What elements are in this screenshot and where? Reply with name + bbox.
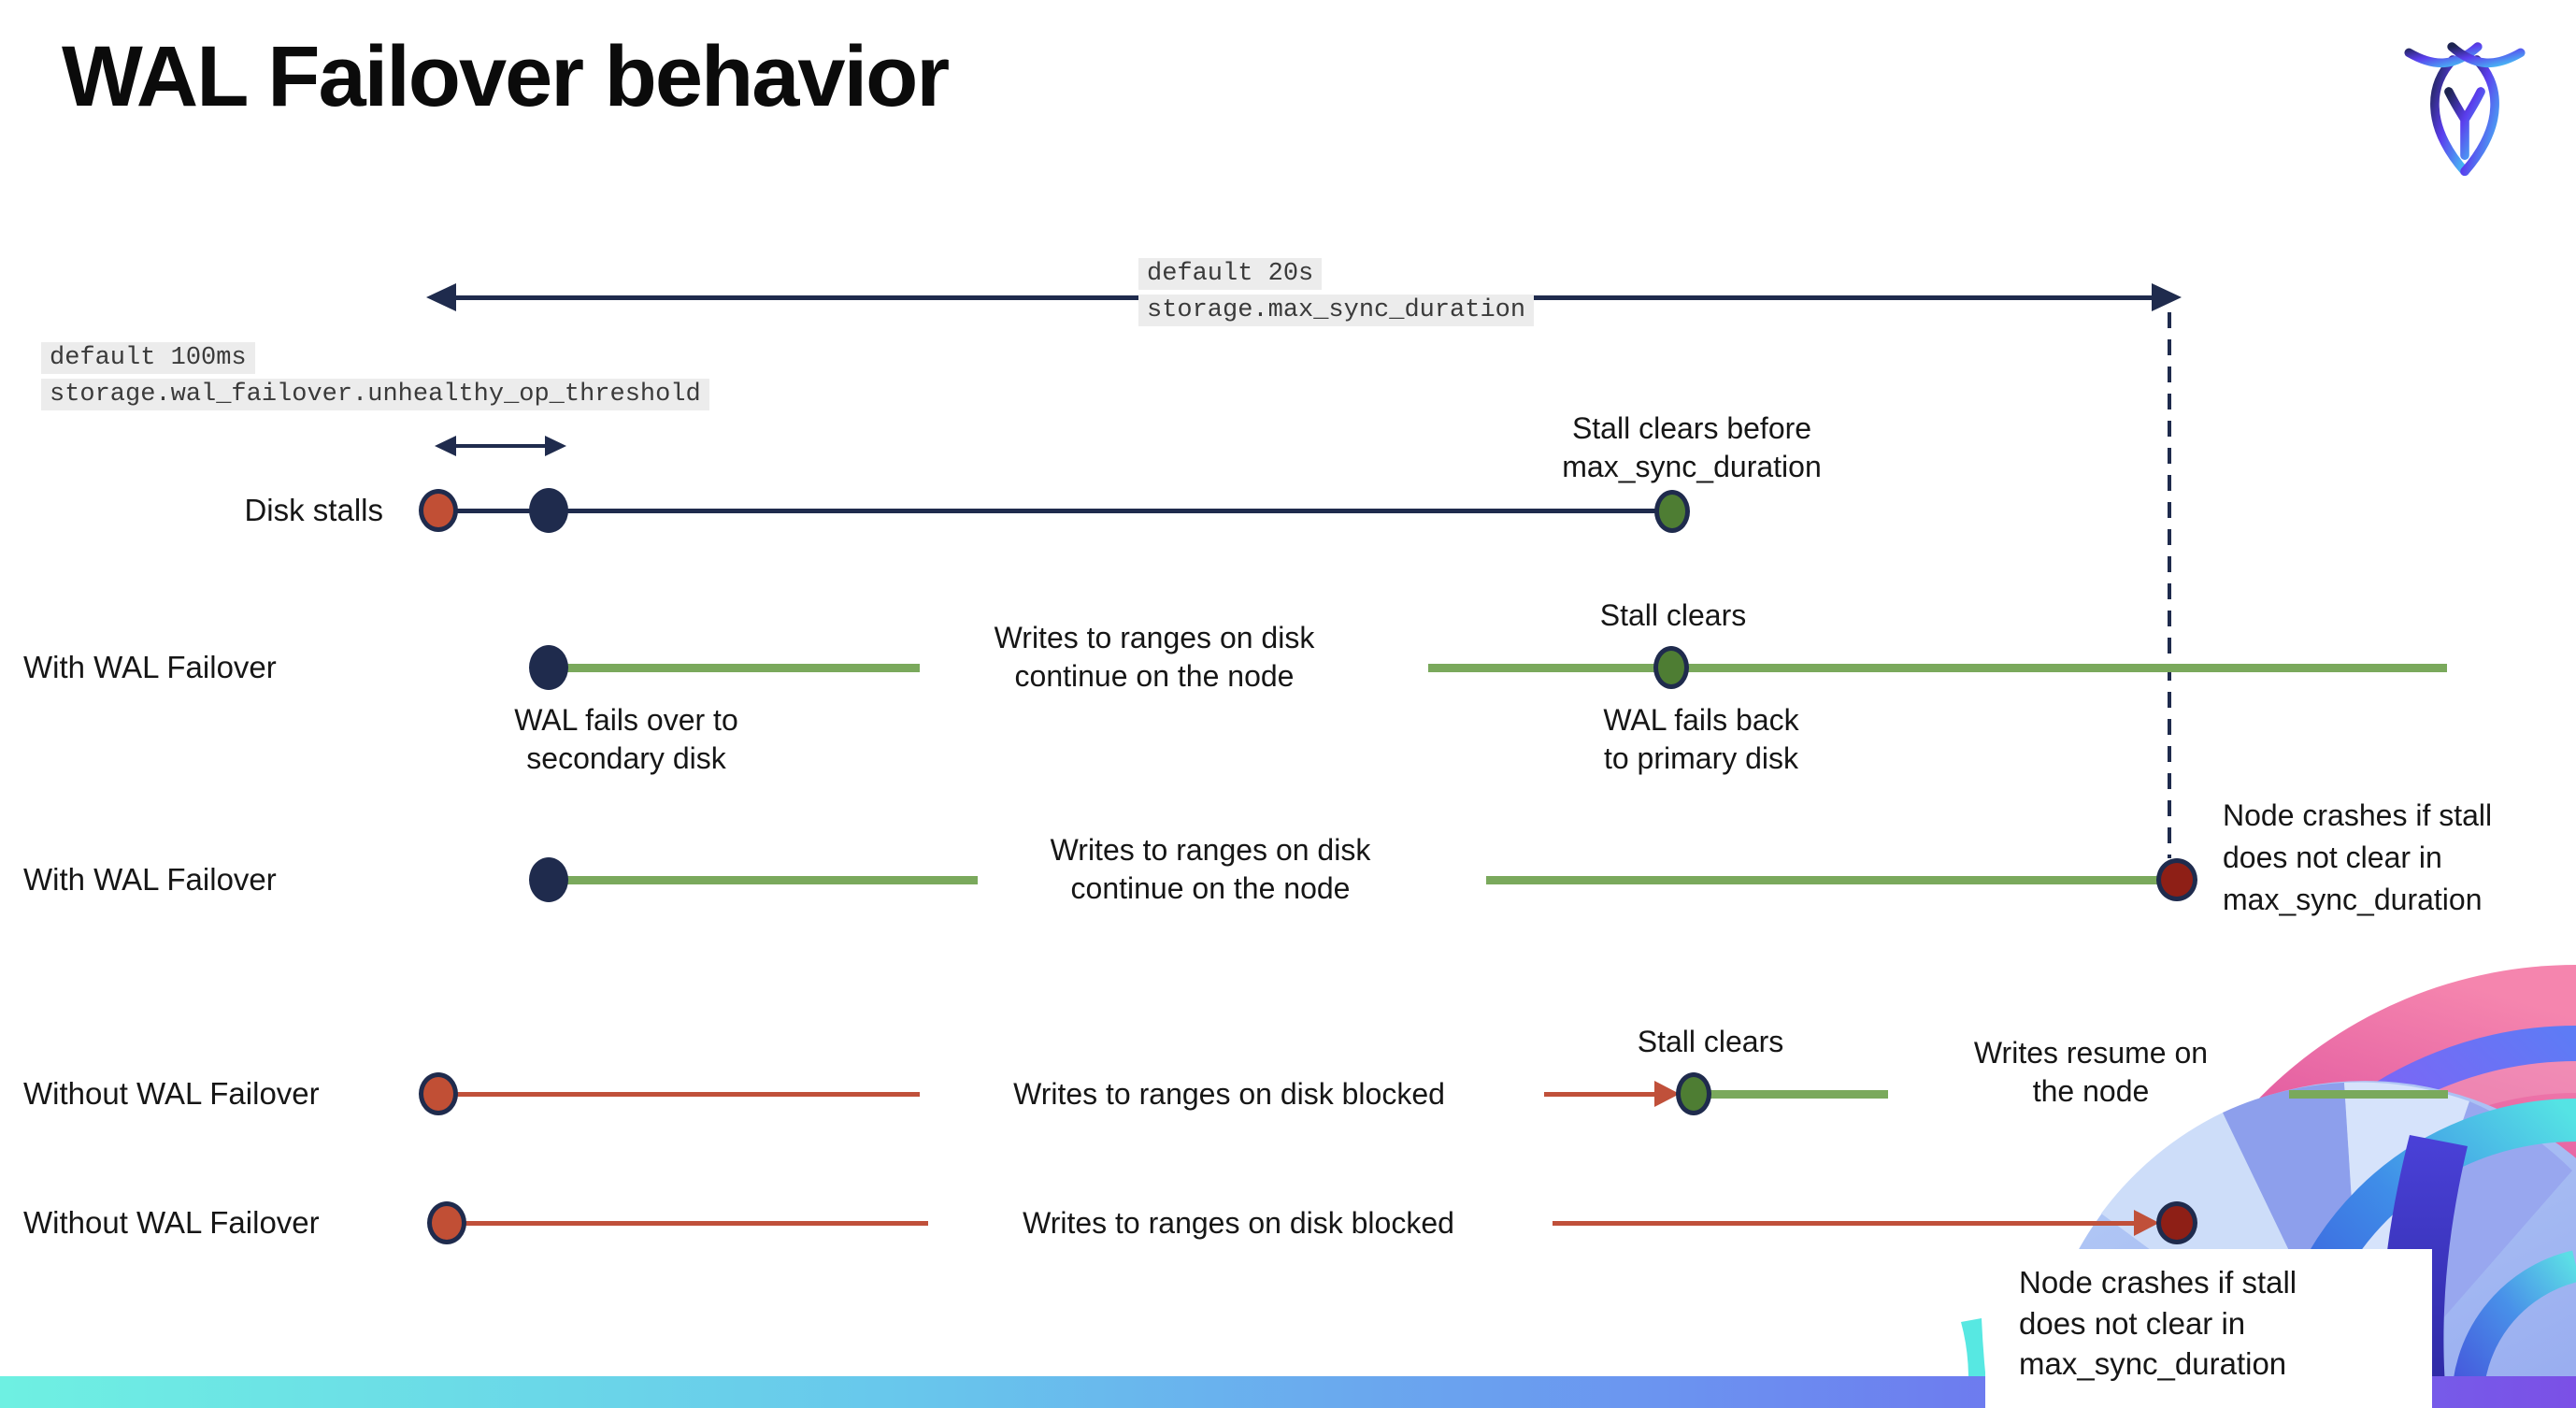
writes-continue-line: [561, 876, 978, 884]
stall-clears-label: Stall clears: [1599, 598, 1747, 632]
disk-stall-timeline-line: [437, 509, 1672, 513]
writes-continue-line: [1486, 876, 2167, 884]
row-label-without-wal-failover-1: Without WAL Failover: [23, 1076, 320, 1111]
wal-failover-label: WAL fails over to secondary disk: [514, 703, 738, 775]
failback-dot: [1653, 646, 1689, 689]
arrow-left-icon: [426, 283, 456, 311]
crash-dot: [2156, 1201, 2197, 1244]
writes-blocked-line: [459, 1221, 928, 1226]
writes-continue-line: [561, 664, 920, 672]
writes-continue-line: [1428, 664, 2447, 672]
writes-resume-label: Writes resume on the node: [1973, 1036, 2209, 1108]
crash-callout-box: Node crashes if stall does not clear in …: [1985, 1249, 2432, 1408]
unhealthy-op-threshold-label: default 100ms storage.wal_failover.unhea…: [41, 342, 709, 410]
writes-blocked-label: Writes to ranges on disk blocked: [944, 1204, 1533, 1243]
row-label-with-wal-failover-1: With WAL Failover: [23, 650, 277, 684]
setting-default-badge: default 20s: [1138, 258, 1323, 290]
setting-default-badge: default 100ms: [41, 342, 255, 374]
stall-start-dot: [419, 489, 458, 532]
failover-dot: [529, 645, 568, 690]
stall-start-dot: [419, 1072, 458, 1115]
stall-clear-dot: [1654, 490, 1690, 533]
stall-start-dot: [427, 1201, 466, 1244]
threshold-arrow-line: [451, 444, 549, 448]
arrow-left-icon: [435, 436, 456, 456]
stall-clear-dot: [1676, 1072, 1711, 1115]
setting-name-badge: storage.wal_failover.unhealthy_op_thresh…: [41, 379, 709, 410]
red-arrowhead-icon: [2134, 1210, 2159, 1236]
node-crashes-label: Node crashes if stall does not clear in …: [2019, 1265, 2297, 1382]
setting-name-badge: storage.max_sync_duration: [1138, 295, 1535, 326]
stall-clears-before-label: Stall clears before max_sync_duration: [1562, 411, 1822, 483]
page-title: WAL Failover behavior: [62, 29, 950, 124]
wal-failback-label: WAL fails back to primary disk: [1603, 703, 1799, 775]
writes-continue-label: Writes to ranges on disk continue on the…: [935, 619, 1374, 696]
red-arrowhead-icon: [1654, 1081, 1680, 1107]
failover-dot: [529, 857, 568, 902]
row-label-disk-stalls: Disk stalls: [244, 493, 383, 527]
writes-blocked-label: Writes to ranges on disk blocked: [935, 1075, 1524, 1113]
crash-drop-line: [2168, 312, 2171, 858]
arrow-right-icon: [2152, 283, 2182, 311]
max-sync-duration-label: default 20s storage.max_sync_duration: [1138, 258, 1535, 326]
crash-dot: [2156, 858, 2197, 901]
writes-resume-line: [1707, 1090, 1888, 1099]
row-label-without-wal-failover-2: Without WAL Failover: [23, 1205, 320, 1240]
threshold-dot: [529, 488, 568, 533]
stall-clears-label: Stall clears: [1637, 1025, 1784, 1058]
node-crashes-label: Node crashes if stall does not clear in …: [2223, 798, 2493, 916]
writes-continue-label: Writes to ranges on disk continue on the…: [991, 831, 1430, 908]
cockroachdb-logo-icon: [2404, 42, 2526, 177]
writes-resume-line: [2289, 1090, 2448, 1099]
row-label-with-wal-failover-2: With WAL Failover: [23, 862, 277, 897]
arrow-right-icon: [545, 436, 566, 456]
writes-blocked-line: [1544, 1092, 1654, 1097]
writes-blocked-line: [1553, 1221, 2136, 1226]
writes-blocked-line: [451, 1092, 920, 1097]
